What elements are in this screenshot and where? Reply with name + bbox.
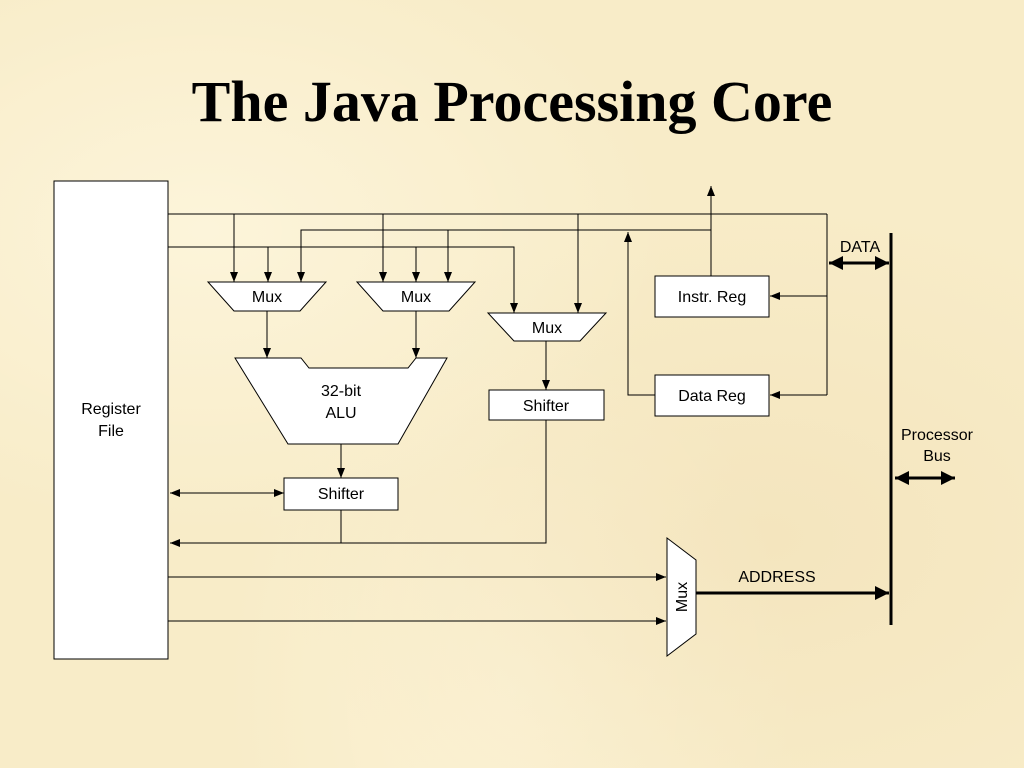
- mux-1-label: Mux: [252, 289, 282, 306]
- shifter-1-block: [283, 477, 399, 511]
- shifter-2-block: [488, 389, 605, 421]
- data-reg-label: Data Reg: [678, 388, 746, 405]
- mux-3-label: Mux: [532, 320, 562, 337]
- address-signal-label: ADDRESS: [738, 569, 815, 586]
- register-file-label-line2: File: [98, 423, 124, 440]
- data-signal-label: DATA: [840, 239, 881, 256]
- alu-label-line2: ALU: [325, 405, 356, 422]
- register-file-label-line1: Register: [81, 401, 141, 418]
- data-reg-block: [654, 374, 770, 417]
- instr-reg-block: [654, 275, 770, 318]
- instr-reg-label: Instr. Reg: [678, 289, 746, 306]
- mux-2-label: Mux: [401, 289, 431, 306]
- page-title: The Java Processing Core: [191, 69, 833, 134]
- processor-bus-label-line1: Processor: [901, 427, 974, 444]
- shifter-1-label: Shifter: [318, 486, 365, 503]
- mux-2-block: [355, 281, 477, 312]
- address-mux-block: [666, 536, 697, 658]
- wire-shifter2-to-rf: [170, 420, 547, 547]
- alu-block: [234, 357, 448, 445]
- register-file-block: [53, 180, 169, 660]
- mux-3-block: [486, 312, 608, 342]
- processor-bus-label-line2: Bus: [923, 448, 951, 465]
- wire-instr-feedback: [300, 229, 711, 282]
- shifter-2-label: Shifter: [523, 398, 570, 415]
- wire-rf-bus-second: [168, 246, 518, 313]
- mux-1-block: [206, 281, 328, 312]
- wire-data-reg-up: [624, 232, 655, 396]
- address-mux-label: Mux: [674, 582, 691, 612]
- alu-label-line1: 32-bit: [321, 383, 362, 400]
